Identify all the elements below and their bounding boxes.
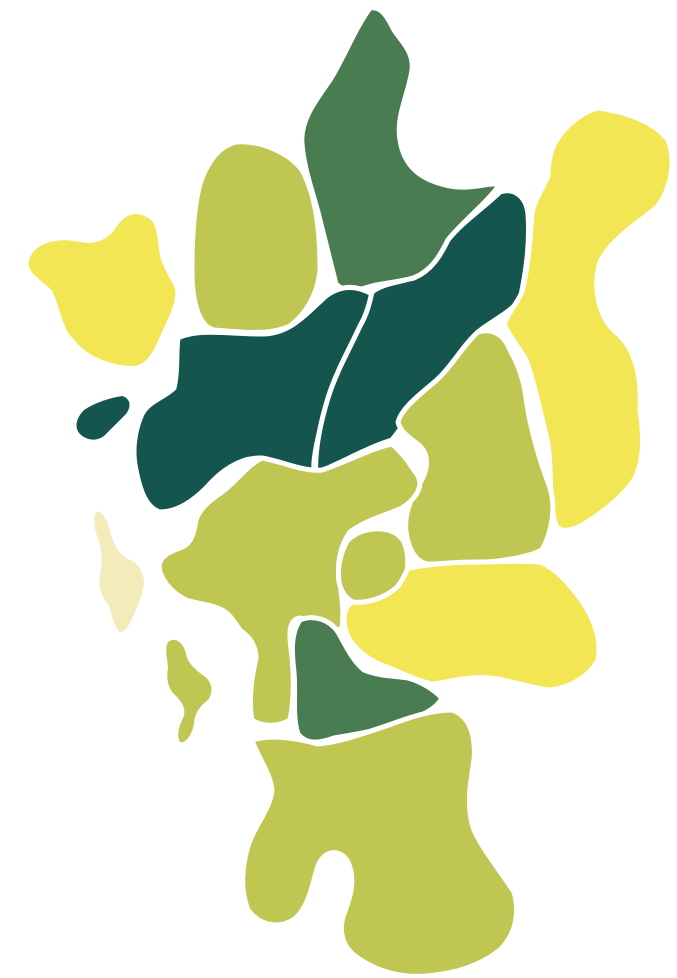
region-east-strip[interactable]	[501, 105, 675, 533]
region-pale-island[interactable]	[94, 511, 144, 632]
region-south[interactable]	[240, 707, 520, 978]
region-fjord-island[interactable]	[166, 639, 212, 743]
region-south-east-band[interactable]	[341, 558, 602, 693]
region-west-islet[interactable]	[76, 396, 130, 440]
region-west-middle[interactable]	[156, 441, 423, 728]
region-west-island[interactable]	[23, 209, 181, 371]
region-north-west-lobe[interactable]	[189, 139, 323, 335]
